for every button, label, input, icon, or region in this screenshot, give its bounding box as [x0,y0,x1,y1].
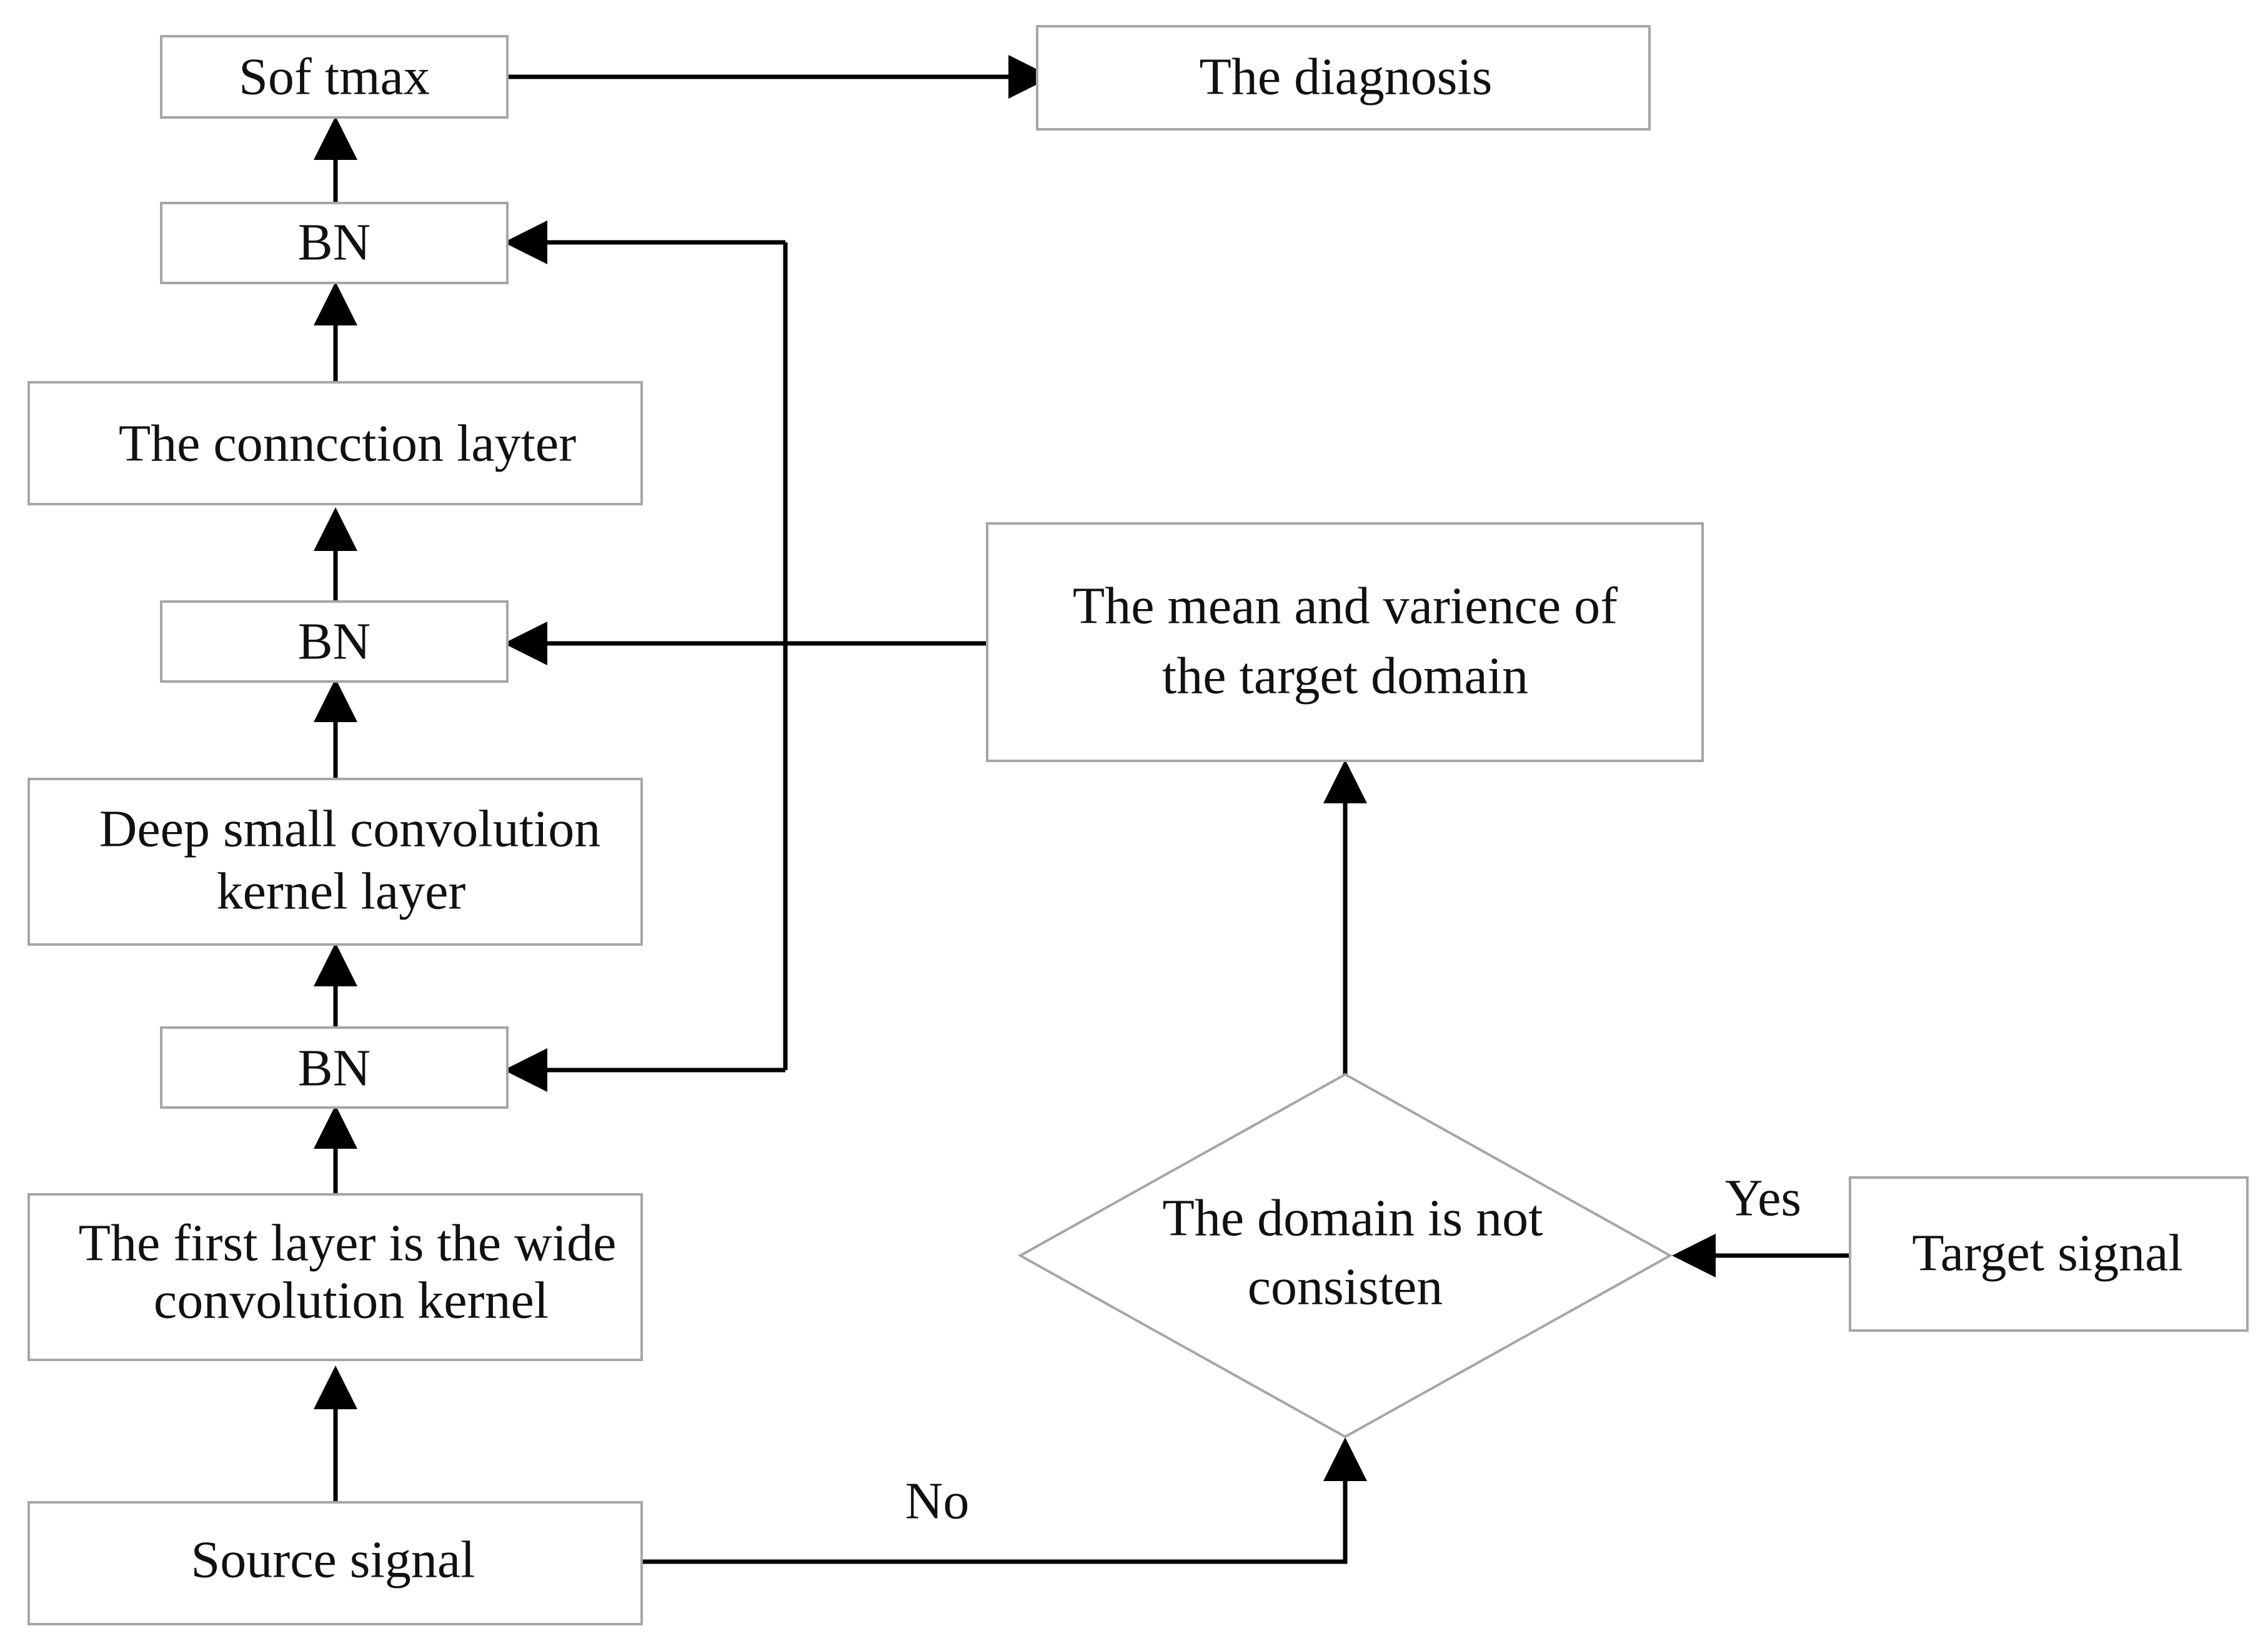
node-deep-small-conv-label-line1: Deep small convolution [99,800,601,858]
node-bn-bottom: BN [160,1026,509,1109]
node-decision-label-line1: The domain is not [1163,1189,1543,1247]
node-bn-top-label: BN [298,214,371,272]
node-softmax: Sof tmax [160,35,509,119]
node-connection-layer-label: The conncction layter [119,415,576,473]
node-first-layer-label-line1: The first layer is the wide [79,1214,617,1272]
node-diagnosis-label: The diagnosis [1200,48,1493,106]
node-target-signal-label: Target signal [1912,1224,2182,1282]
node-decision: The domain is not consisten [1017,1073,1673,1439]
node-bn-bottom-label: BN [298,1039,371,1098]
node-softmax-label: Sof tmax [239,48,430,106]
node-mean-variance: The mean and varience of the target doma… [986,522,1704,762]
node-mean-variance-label-line1: The mean and varience of [1073,577,1618,635]
node-source-signal-label: Source signal [191,1531,475,1589]
edge-label-yes: Yes [1725,1169,1801,1227]
edge-label-no: No [905,1472,970,1530]
node-decision-label-line2: consisten [1248,1258,1443,1316]
node-connection-layer: The conncction layter [27,381,643,505]
edge-source-to-decision [642,1437,1367,1564]
edges [314,55,1850,1564]
node-bn-top: BN [160,202,509,284]
node-first-layer: The first layer is the wide convolution … [27,1193,643,1361]
node-bn-middle: BN [160,600,509,683]
node-bn-middle-label: BN [298,613,371,671]
node-source-signal: Source signal [27,1501,643,1625]
node-target-signal: Target signal [1849,1176,2249,1332]
node-diagnosis: The diagnosis [1036,25,1651,131]
node-deep-small-conv: Deep small convolution kernel layer [27,778,643,946]
node-mean-variance-label-line2: the target domain [1162,647,1528,705]
node-deep-small-conv-label-line2: kernel layer [217,863,466,921]
node-first-layer-label-line2: convolution kernel [154,1272,549,1330]
